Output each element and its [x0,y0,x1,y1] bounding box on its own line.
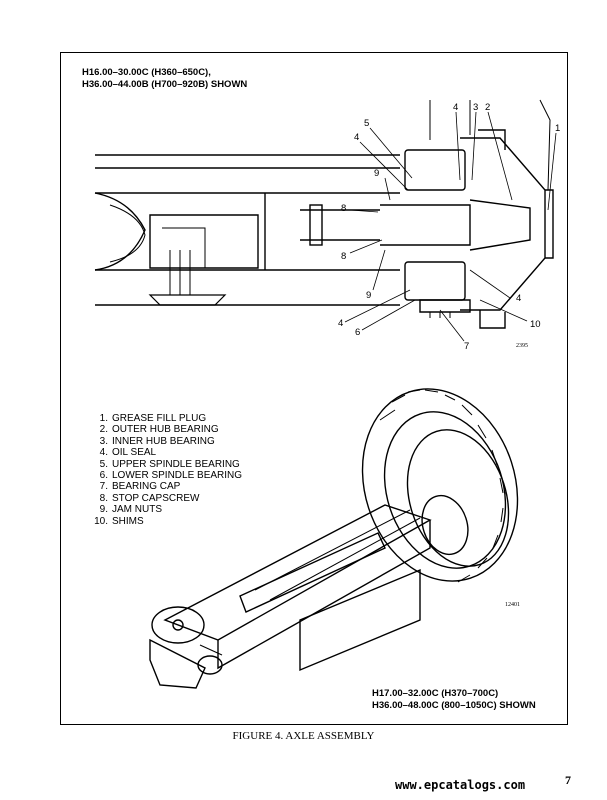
models-line: H17.00–32.00C (H370–700C) [372,688,499,699]
legend-item: 8.STOP CAPSCREW [99,492,200,504]
figure-models-bottom: H17.00–32.00C (H370–700C) H36.00–48.00C … [372,688,536,712]
image-number: 2395 [516,343,528,349]
callout-10: 10 [530,319,541,330]
website-link[interactable]: www.epcatalogs.com [395,778,526,792]
leader-lines-top [344,111,557,342]
callout-4: 4 [516,293,521,304]
callout-1: 1 [555,123,560,134]
legend-item: 5.UPPER SPINDLE BEARING [99,458,240,470]
callout-4: 4 [338,318,343,329]
page-number: 7 [565,773,571,787]
figure-caption: FIGURE 4. AXLE ASSEMBLY [232,730,375,742]
callout-4: 4 [354,132,359,143]
hub-assembly [404,99,554,329]
models-line: H36.00–48.00C (800–1050C) SHOWN [372,700,536,711]
callout-3: 3 [473,102,478,113]
callout-8: 8 [341,203,346,214]
axle-beam-section [94,154,400,306]
callout-2: 2 [485,102,490,113]
models-line: H36.00–44.00B (H700–920B) SHOWN [82,79,248,90]
callout-9: 9 [366,290,371,301]
spindle [300,199,531,251]
models-line: H16.00–30.00C (H360–650C), [82,67,211,78]
legend-item: 2.OUTER HUB BEARING [99,424,219,436]
parts-legend: 1.GREASE FILL PLUG 2.OUTER HUB BEARING 3… [92,413,242,527]
legend-item: 9.JAM NUTS [99,504,162,516]
figure-frame [60,52,568,725]
callout-9: 9 [374,168,379,179]
image-number: 12401 [505,602,520,608]
legend-item: 10.SHIMS [94,515,144,527]
legend-item: 7.BEARING CAP [99,481,181,493]
wheel-axle-perspective [149,388,519,689]
callout-4: 4 [453,102,458,113]
callout-7: 7 [464,341,469,352]
legend-item: 3.INNER HUB BEARING [99,435,215,447]
callout-5: 5 [364,118,369,129]
figure-models-top: H16.00–30.00C (H360–650C), H36.00–44.00B… [82,67,247,91]
legend-item: 6.LOWER SPINDLE BEARING [99,470,243,482]
legend-item: 1.GREASE FILL PLUG [99,413,207,424]
legend-item: 4.OIL SEAL [99,447,157,459]
callout-6: 6 [355,327,360,338]
callout-8: 8 [341,251,346,262]
